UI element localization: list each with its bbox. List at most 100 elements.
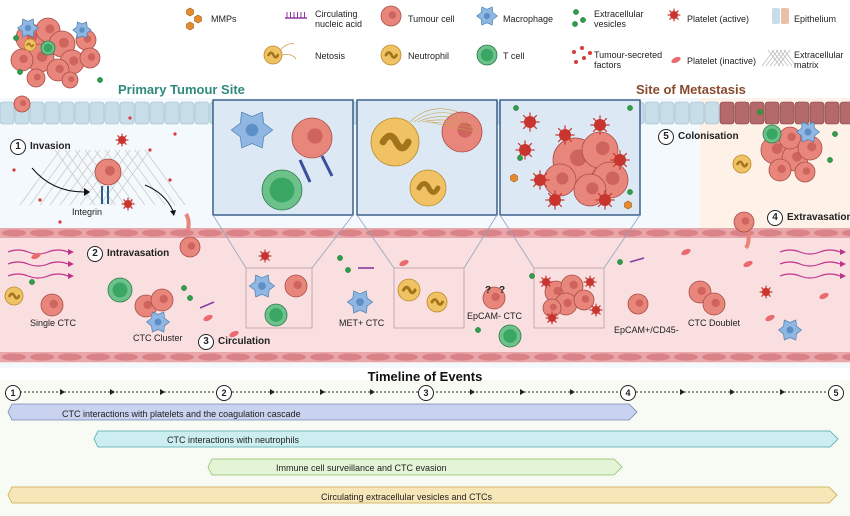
inset-active-platelet	[555, 125, 575, 145]
macrophage-nucleus	[245, 123, 259, 137]
epithelial-cell	[674, 101, 690, 125]
legend-ecm-icon	[765, 49, 779, 67]
ctc-doublet-label: CTC Doublet	[688, 318, 741, 328]
platelet-body	[118, 136, 126, 144]
circulating-platelet-inactive	[743, 260, 753, 268]
endothelial-cell	[590, 353, 614, 361]
flow-arrow	[779, 273, 841, 279]
met-ctc	[346, 290, 374, 314]
circulating-platelet-inactive	[31, 252, 41, 260]
legend-ecm-icon	[771, 49, 785, 67]
t-cell-nucleus	[112, 282, 128, 298]
epithelial-cell	[74, 101, 90, 125]
legend-tumour-icon-nucleus	[388, 11, 397, 19]
primary-tumour-cell-nucleus	[59, 37, 69, 48]
colony-tumour-cell-nucleus	[802, 167, 811, 175]
step-number: 3	[198, 334, 214, 350]
legend-platelet-inactive-label: Platelet (inactive)	[687, 56, 757, 66]
neutrophil-nucleus	[430, 298, 444, 306]
neutrophil-nucleus	[401, 285, 417, 295]
endothelial-cell	[562, 229, 586, 237]
invasion-platelet	[115, 133, 129, 147]
inset-connector	[311, 214, 354, 269]
inset-ligand	[298, 159, 312, 183]
tumour-secreted-factor	[12, 168, 16, 172]
endothelial-cell	[58, 229, 82, 237]
endothelial-cell	[142, 229, 166, 237]
endothelial-cell	[786, 353, 810, 361]
primary-tumour-cell-nucleus	[45, 24, 55, 34]
platelet-body	[124, 200, 132, 208]
question-mark-1: ?	[485, 285, 492, 296]
intravasating-tumour-cell	[179, 236, 201, 258]
epithelial-cell	[134, 101, 150, 125]
neutrophil-nucleus	[26, 42, 35, 48]
endothelial-cell	[310, 353, 334, 361]
met-ctc-label: MET+ CTC	[339, 318, 385, 328]
epithelial-cell	[104, 101, 120, 125]
inset-tumour-cell-nucleus	[307, 128, 323, 144]
circulating-neutrophil	[4, 286, 24, 306]
timeline-arrowhead	[730, 389, 735, 395]
colony-tumour-cell	[778, 126, 802, 150]
colony-tumour-cell-nucleus	[771, 143, 783, 154]
timeline-arrowhead	[110, 389, 115, 395]
circulating-tcell	[498, 324, 522, 348]
net-fibre	[421, 119, 471, 125]
endothelial-cell	[674, 353, 698, 361]
macrophage-nucleus	[483, 12, 491, 20]
macrophage-nucleus	[804, 128, 812, 136]
timeline-arrowhead	[680, 389, 685, 395]
endothelial-cell	[338, 229, 362, 237]
vessel-neutrophil	[397, 278, 421, 302]
epithelial-cell-metastasis	[719, 101, 735, 125]
ctc-cluster-cell	[150, 288, 174, 312]
legend-netosis-icon	[263, 45, 283, 65]
circulating-platelet-inactive	[681, 248, 691, 256]
legend-secreted-factor-icon	[572, 50, 576, 54]
platelet-body	[594, 119, 606, 131]
legend-macrophage-label: Macrophage	[503, 14, 554, 24]
inset-tumour-cell	[441, 111, 483, 153]
ecm-fibre	[39, 149, 81, 206]
circulating-nucleic-acid	[199, 301, 215, 309]
endothelial-cell	[506, 229, 530, 237]
tumour-secreted-factor	[168, 178, 172, 182]
circulating-platelet-inactive	[765, 314, 775, 322]
endothelial-cell	[842, 229, 850, 237]
platelet-body	[614, 154, 626, 166]
timeline-arrowhead	[270, 389, 275, 395]
legend-neutrophil-label: Neutrophil	[408, 51, 450, 61]
step-number: 1	[10, 139, 26, 155]
epithelial-cell	[59, 101, 75, 125]
net-fibre	[429, 121, 479, 133]
vessel-ctc-cluster-cell-nucleus	[549, 303, 557, 311]
legend-tcell-icon	[476, 44, 498, 66]
primary-macrophage	[17, 18, 39, 38]
extracellular-vesicle	[181, 285, 187, 291]
legend-tcell-label: T cell	[503, 51, 525, 61]
vessel-highlight-box	[533, 267, 605, 329]
extracellular-vesicle	[17, 69, 23, 75]
extracellular-vesicle	[757, 109, 763, 115]
legend-secreted-factor-icon	[582, 56, 586, 60]
step-label: Intravasation	[107, 248, 170, 259]
vessel-highlight-box	[393, 267, 465, 329]
bar-label-platelets: CTC interactions with platelets and the …	[62, 409, 301, 419]
intravasating-tumour-cell-nucleus	[187, 242, 196, 250]
tumour-secreted-factor	[58, 220, 62, 224]
ctc-cluster-cell-nucleus	[159, 294, 168, 304]
extracellular-vesicle	[345, 267, 351, 273]
ecm-fibre	[124, 149, 166, 206]
timeline-title: Timeline of Events	[367, 369, 483, 384]
ecm-fibre	[29, 149, 71, 206]
endothelial-cell	[534, 229, 558, 237]
vessel-macrophage	[248, 274, 276, 298]
legend-secreted-factor-icon	[580, 46, 584, 50]
endothelial-cell	[198, 353, 222, 361]
epcam-pos-ctc-nucleus	[635, 299, 644, 307]
